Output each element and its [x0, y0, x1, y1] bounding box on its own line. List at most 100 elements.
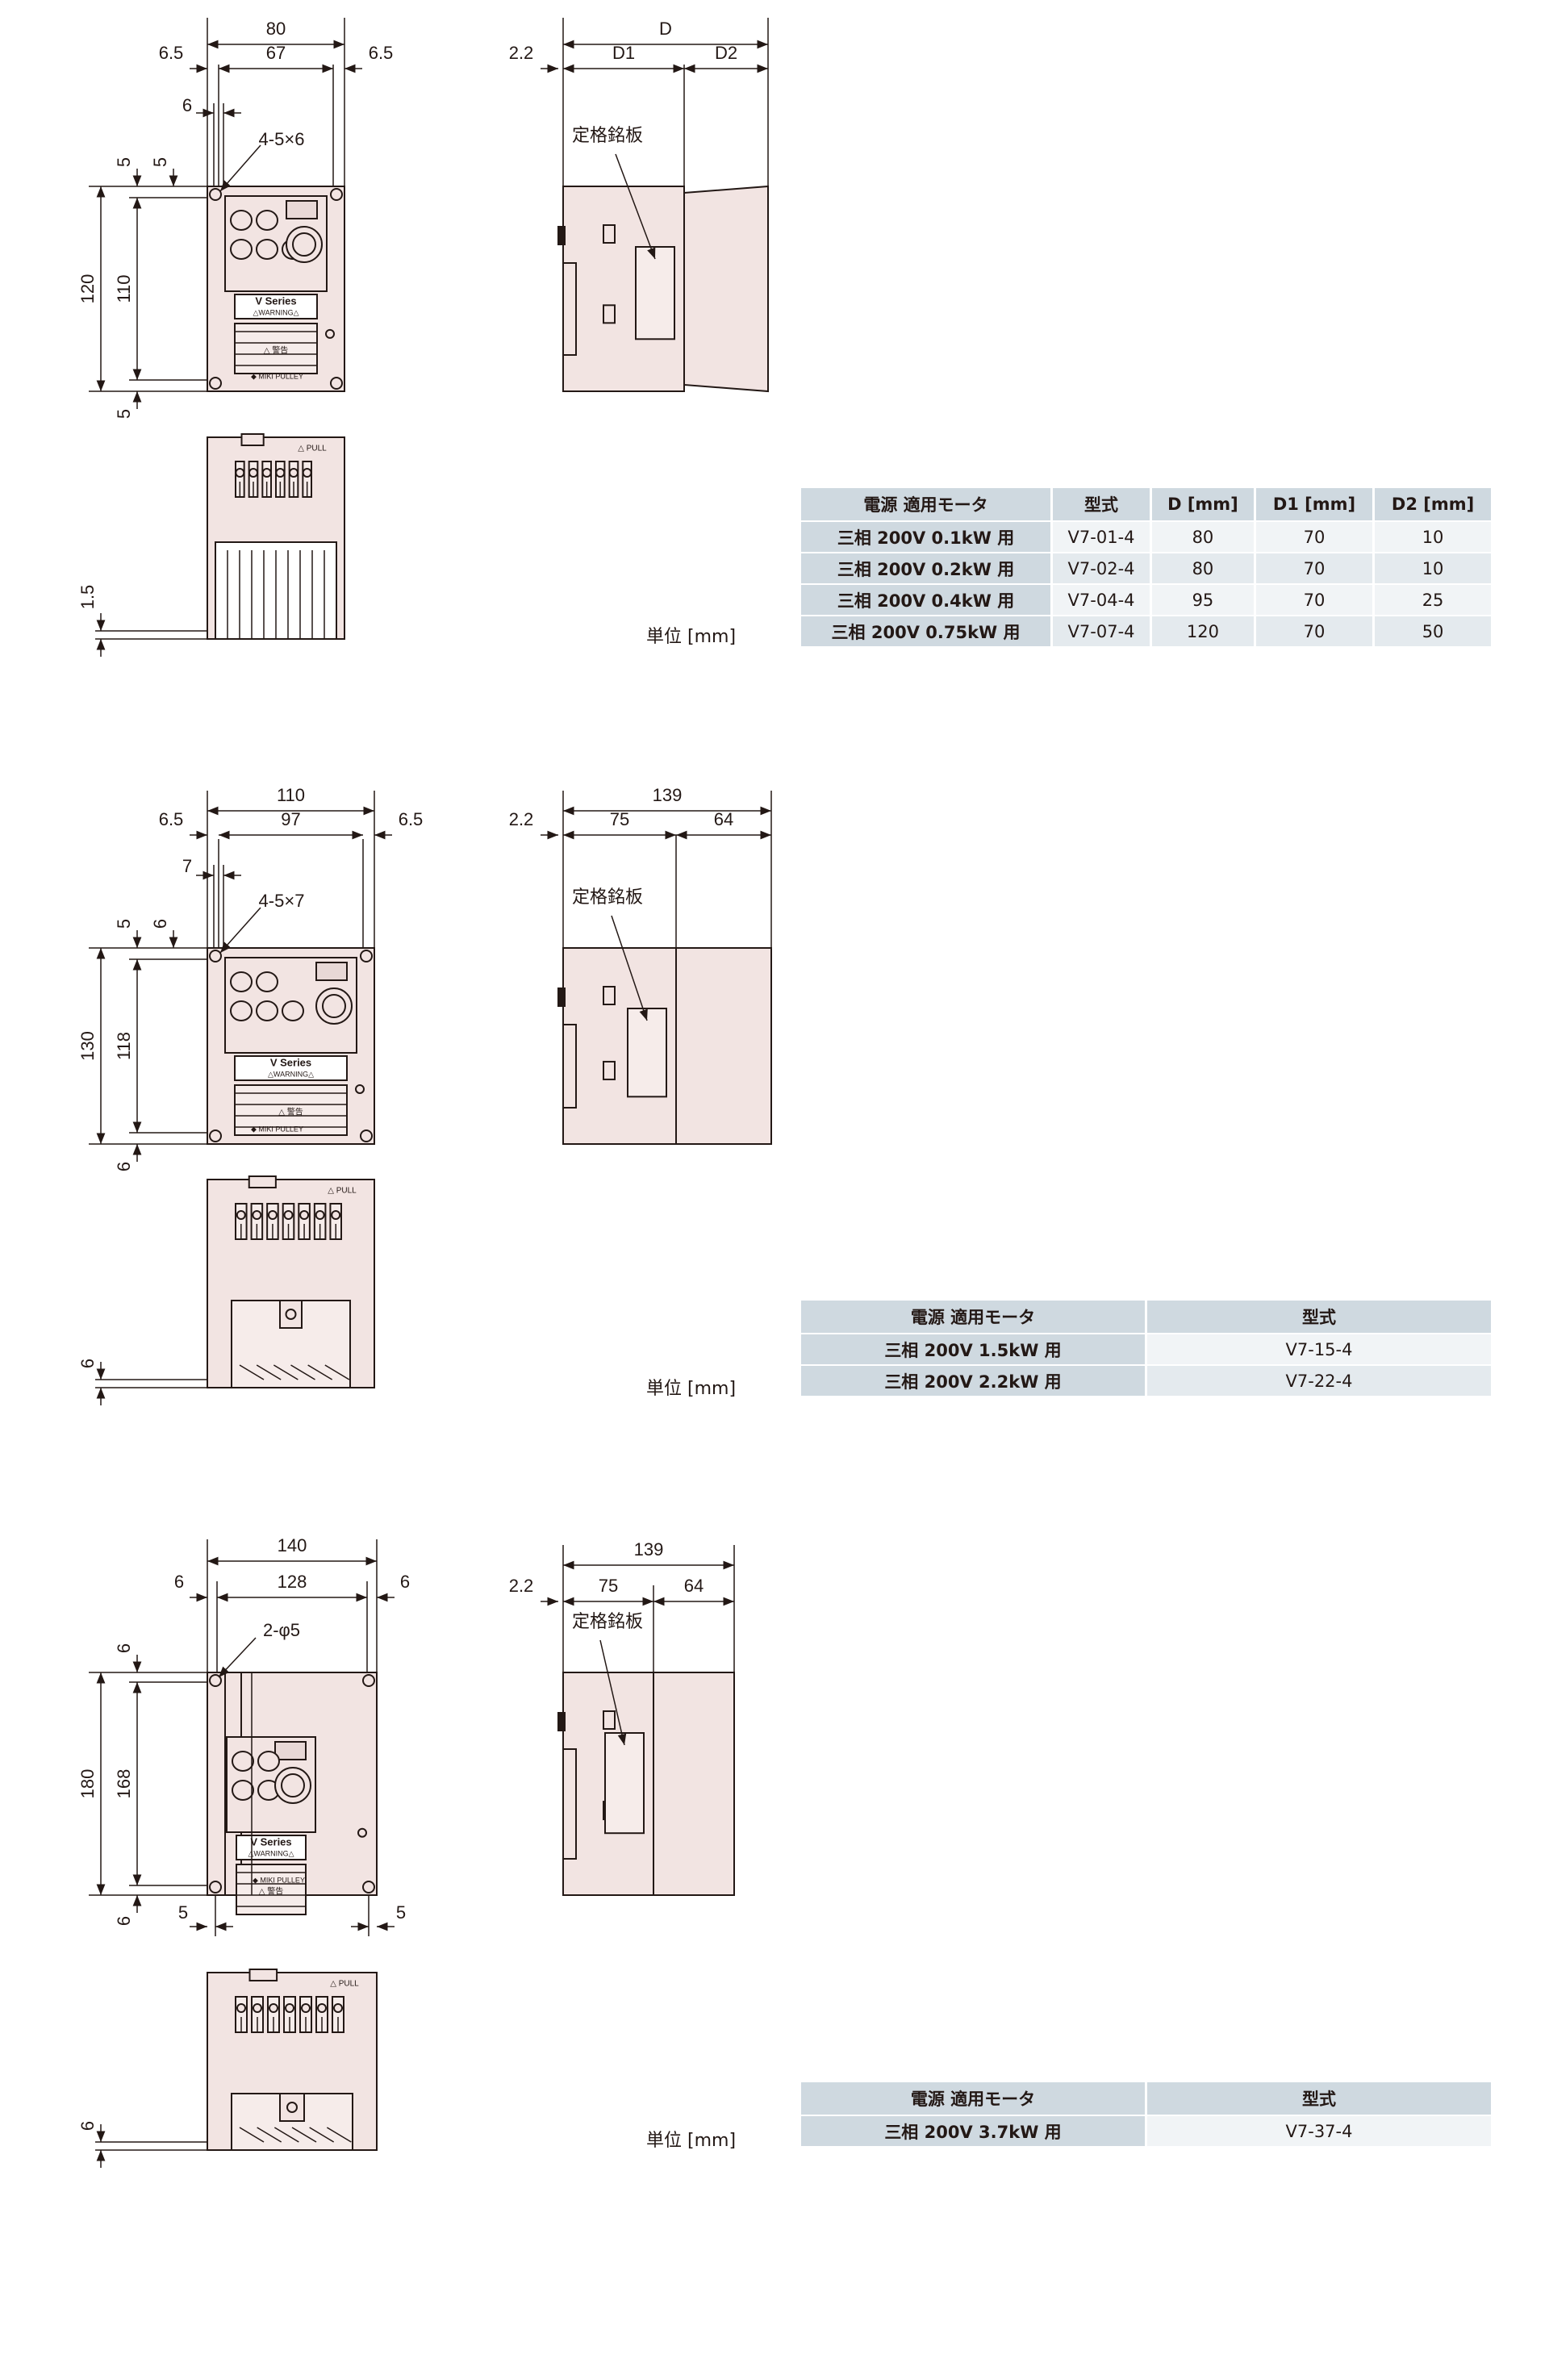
- nameplate-1: [635, 246, 675, 340]
- unit-label-1: 単位 [mm]: [646, 627, 737, 647]
- mounting-hole-1-0: [209, 188, 222, 201]
- dim-label-side-depth-1: D: [659, 19, 672, 39]
- mounting-hole-3-1: [362, 1674, 375, 1687]
- series-label-2: V Series: [270, 1056, 311, 1068]
- side-d2-label-1: D2: [715, 43, 737, 63]
- terminal-screw-3-0: [236, 2003, 246, 2013]
- warning-label-2: △WARNING△: [268, 1070, 314, 1078]
- side-offset-1: 2.2: [509, 43, 534, 63]
- table-row: 三相 200V 0.1kW 用 V7-01-4 80 70 10: [801, 521, 1491, 553]
- vent-slat-3: [291, 2127, 317, 2143]
- terminal-screw-3-4: [301, 2003, 311, 2013]
- cell-model: V7-02-4: [1051, 553, 1152, 585]
- terminal-screw-1-5: [302, 468, 312, 478]
- caution-label-3: △ 警告: [259, 1886, 283, 1897]
- top-margin2-2: 5: [114, 919, 134, 929]
- fan-screw-3: [286, 2102, 298, 2113]
- pull-label-1: △ PULL: [298, 445, 327, 453]
- spec-table-large-model: 電源 適用モータ 型式 三相 200V 3.7kW 用 V7-37-4: [801, 2082, 1491, 2148]
- cell-d1: 70: [1255, 521, 1376, 553]
- series-plate-3: [236, 1835, 307, 1860]
- side-step-3: [562, 1748, 577, 1860]
- vent-slat-3: [309, 2127, 335, 2143]
- nameplate-label-3: 定格銘板: [572, 1611, 643, 1631]
- vent-slat-3: [257, 2127, 282, 2143]
- table-row: 三相 200V 1.5kW 用 V7-15-4: [801, 1334, 1491, 1366]
- vent-slat-2: [239, 1364, 265, 1380]
- key-button-2: [282, 1000, 304, 1021]
- cell-power: 三相 200V 0.2kW 用: [801, 553, 1054, 585]
- nameplate-3: [604, 1732, 645, 1835]
- side-clip-2: [557, 987, 566, 1007]
- key-button-2: [256, 971, 278, 992]
- hole-leader-1: [219, 144, 261, 192]
- pull-label-2: △ PULL: [328, 1187, 357, 1196]
- dim-label-height-2: 130: [77, 1031, 98, 1061]
- table-row: 三相 200V 3.7kW 用 V7-37-4: [801, 2115, 1491, 2148]
- dim-label-side-depth-3: 139: [634, 1539, 664, 1560]
- cell-d2: 10: [1373, 553, 1491, 585]
- th-power: 電源 適用モータ: [801, 2082, 1147, 2116]
- key-button-2: [256, 1000, 278, 1021]
- th-model: 型式: [1146, 1301, 1491, 1334]
- bottom-margin-2: 6: [114, 1162, 134, 1171]
- brand-label-3: ◆ MIKI PULLEY: [253, 1876, 305, 1884]
- dial-inner-1: [292, 232, 316, 257]
- th-d1: D1 [mm]: [1255, 488, 1376, 522]
- key-button-3: [232, 1751, 254, 1772]
- terminal-screw-2-4: [299, 1210, 310, 1220]
- left-margin-1: 6.5: [159, 43, 184, 63]
- cell-power: 三相 200V 3.7kW 用: [801, 2115, 1147, 2148]
- dim-label-pitch-h-3: 168: [114, 1769, 134, 1799]
- side-rear-2: [675, 947, 772, 1145]
- side-vent-a-2: [603, 986, 616, 1005]
- cell-d: 80: [1150, 521, 1256, 553]
- vent-slat-3: [239, 2127, 265, 2143]
- caution-label-1: △ 警告: [264, 345, 288, 356]
- bottom-view-dim-1: 1.5: [77, 585, 98, 610]
- nameplate-leader-3: [599, 1639, 627, 1746]
- side-vent-a-3: [603, 1710, 616, 1730]
- hole-leader-3: [218, 1637, 257, 1678]
- nameplate-label-1: 定格銘板: [572, 125, 643, 145]
- mounting-hole-2-3: [360, 1129, 373, 1142]
- cell-d2: 10: [1373, 521, 1491, 553]
- right-margin-1: 6.5: [369, 43, 394, 63]
- cell-power: 三相 200V 0.75kW 用: [801, 616, 1054, 648]
- warning-label-1: △WARNING△: [253, 308, 299, 316]
- cell-d: 80: [1150, 553, 1256, 585]
- th-d: D [mm]: [1150, 488, 1256, 522]
- hole-leader-2: [219, 907, 261, 954]
- bottom-view-dim-3: 6: [77, 2121, 98, 2131]
- cell-d: 120: [1150, 616, 1256, 648]
- key-button-1: [230, 239, 253, 260]
- cell-d1: 70: [1255, 616, 1376, 648]
- cell-model: V7-07-4: [1051, 616, 1152, 648]
- side-clip-1: [557, 226, 566, 245]
- terminal-screw-2-5: [315, 1210, 325, 1220]
- mounting-hole-3-2: [209, 1881, 222, 1894]
- terminal-screw-2-3: [283, 1210, 294, 1220]
- top-margin2-1: 5: [114, 157, 134, 167]
- mounting-hole-3-3: [362, 1881, 375, 1894]
- table-row: 三相 200V 2.2kW 用 V7-22-4: [801, 1365, 1491, 1397]
- cell-power: 三相 200V 0.4kW 用: [801, 584, 1054, 616]
- display-window-3: [274, 1741, 307, 1760]
- bottom-right-3: 5: [396, 1902, 406, 1923]
- terminal-screw-3-6: [333, 2003, 343, 2013]
- terminal-screw-1-4: [289, 468, 299, 478]
- pull-tab-3: [248, 1969, 278, 1981]
- bottom-left-3: 5: [178, 1902, 188, 1923]
- key-button-1: [256, 239, 278, 260]
- cell-power: 三相 200V 2.2kW 用: [801, 1365, 1147, 1397]
- cell-power: 三相 200V 0.1kW 用: [801, 521, 1054, 553]
- bottom-margin-3: 6: [114, 1916, 134, 1926]
- terminal-screw-1-0: [235, 468, 245, 478]
- key-button-1: [230, 210, 253, 231]
- dim-label-side-d1-1: D1: [612, 43, 635, 63]
- pull-tab-1: [240, 433, 265, 446]
- key-button-3: [257, 1751, 280, 1772]
- spec-table-small-models: 電源 適用モータ 型式 D [mm] D1 [mm] D2 [mm] 三相 20…: [801, 488, 1491, 648]
- cell-d2: 50: [1373, 616, 1491, 648]
- vent-slat-2: [307, 1364, 333, 1380]
